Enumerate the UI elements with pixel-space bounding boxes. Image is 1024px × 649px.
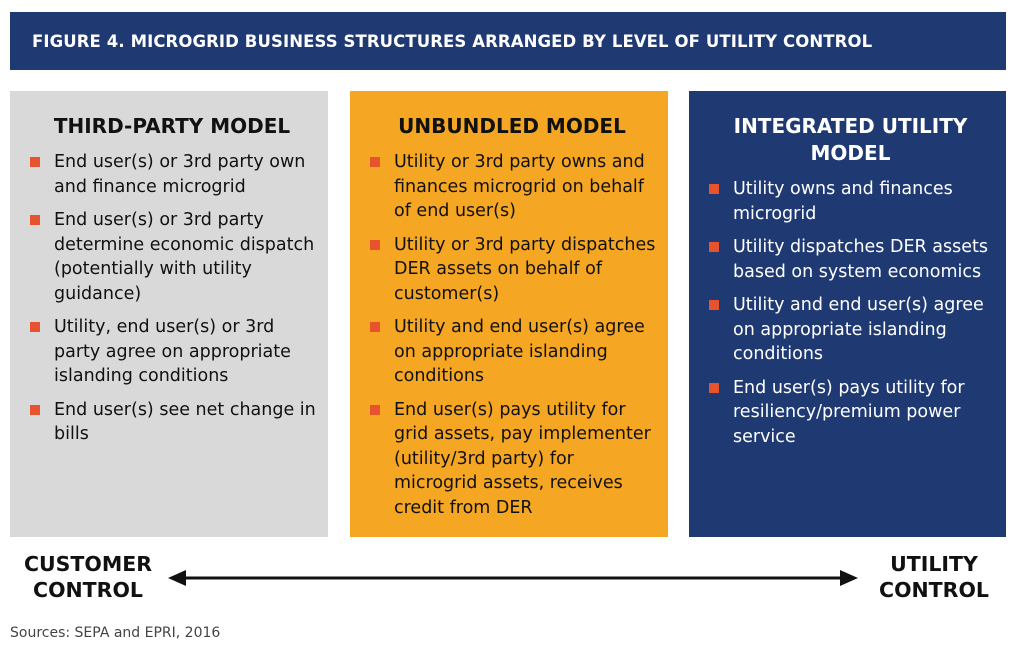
integrated-utility-model-panel: INTEGRATED UTILITY MODEL Utility owns an… [689, 91, 1006, 537]
bullet-square-icon [709, 300, 719, 310]
list-item: End user(s) or 3rd party determine econo… [28, 208, 316, 306]
bullet-square-icon [30, 404, 40, 415]
customer-control-line-2: CONTROL [33, 578, 143, 602]
figure-title: FIGURE 4. MICROGRID BUSINESS STRUCTURES … [32, 31, 873, 51]
third-party-model-title: THIRD-PARTY MODEL [53, 114, 291, 138]
third-party-model-panel: THIRD-PARTY MODEL End user(s) or 3rd par… [10, 91, 328, 537]
list-item: Utility or 3rd party owns and finances m… [368, 150, 656, 224]
list-item: End user(s) pays utility for resiliency/… [707, 376, 994, 450]
customer-control-line-1: CUSTOMER [23, 552, 153, 576]
arrow-head-right [840, 570, 858, 586]
integrated-utility-model-title: INTEGRATED UTILITY MODEL [733, 114, 968, 165]
integrated-utility-model-list: Utility owns and finances microgrid Util… [707, 177, 994, 449]
list-item: End user(s) pays utility for grid assets… [368, 398, 656, 521]
arrow-head-left [168, 570, 186, 586]
bullet-square-icon [30, 157, 40, 167]
third-party-model-list: End user(s) or 3rd party own and finance… [28, 150, 316, 447]
list-item: Utility or 3rd party dispatches DER asse… [368, 233, 656, 307]
list-item: Utility and end user(s) agree on appropr… [368, 315, 656, 389]
source-note: Sources: SEPA and EPRI, 2016 [10, 625, 221, 641]
bullet-square-icon [30, 215, 40, 225]
list-item: Utility dispatches DER assets based on s… [707, 235, 994, 284]
list-item: End user(s) see net change in bills [28, 398, 316, 447]
bullet-square-icon [370, 404, 380, 415]
bullet-square-icon [370, 239, 380, 250]
bullet-square-icon [370, 157, 380, 167]
bullet-square-icon [370, 322, 380, 332]
bullet-square-icon [709, 382, 719, 393]
list-item: Utility owns and finances microgrid [707, 177, 994, 226]
double-headed-arrow-icon [168, 570, 858, 586]
utility-control-line-1: UTILITY [890, 552, 978, 576]
figure-title-bar: FIGURE 4. MICROGRID BUSINESS STRUCTURES … [10, 12, 1006, 70]
customer-control-label: CUSTOMER CONTROL [14, 551, 162, 603]
bullet-square-icon [709, 242, 719, 252]
list-item: End user(s) or 3rd party own and finance… [28, 150, 316, 199]
utility-control-line-2: CONTROL [879, 578, 989, 602]
unbundled-model-list: Utility or 3rd party owns and finances m… [368, 150, 656, 520]
bullet-square-icon [709, 184, 719, 194]
list-item: Utility and end user(s) agree on appropr… [707, 293, 994, 367]
unbundled-model-title: UNBUNDLED MODEL [398, 114, 626, 138]
unbundled-model-panel: UNBUNDLED MODEL Utility or 3rd party own… [350, 91, 668, 537]
list-item: Utility, end user(s) or 3rd party agree … [28, 315, 316, 389]
bullet-square-icon [30, 322, 40, 332]
utility-control-label: UTILITY CONTROL [858, 551, 1010, 603]
